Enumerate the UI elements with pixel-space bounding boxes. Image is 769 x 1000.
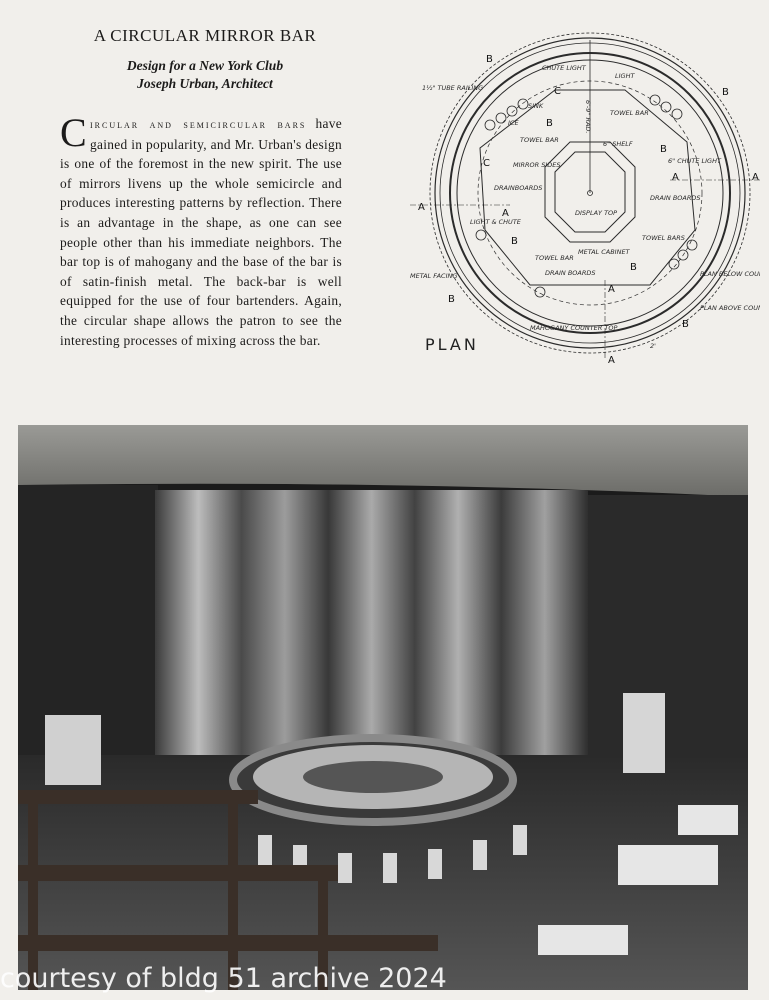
label-chute-light: CHUTE LIGHT bbox=[542, 64, 587, 72]
label-tube-railing: 1½" TUBE RAILING bbox=[422, 84, 483, 92]
section-b-8: B bbox=[682, 319, 689, 330]
lead-smallcaps: ircular and semicircular bars bbox=[89, 117, 307, 131]
label-metal-facing: METAL FACING bbox=[410, 272, 457, 280]
section-b-2: B bbox=[722, 87, 729, 98]
section-c-2: C bbox=[483, 158, 490, 169]
section-a-bottom: A bbox=[608, 284, 615, 295]
article-byline: Joseph Urban, Architect bbox=[137, 76, 273, 91]
label-towel-bar-3: TOWEL BAR bbox=[535, 254, 574, 262]
label-chute-light-6: 6" CHUTE LIGHT bbox=[668, 157, 722, 165]
label-shelf: 6" SHELF bbox=[603, 140, 633, 148]
section-b-4: B bbox=[660, 144, 667, 155]
label-mahogany-top: MAHOGANY COUNTER TOP bbox=[530, 324, 617, 332]
label-towel-bars: TOWEL BARS bbox=[642, 234, 685, 242]
floor-plan-drawing: 1½" TUBE RAILING CHUTE LIGHT LIGHT 6'-9"… bbox=[410, 32, 760, 365]
section-b-7: B bbox=[448, 294, 455, 305]
article-title: A CIRCULAR MIRROR BAR bbox=[93, 26, 317, 45]
label-display-top: DISPLAY TOP bbox=[575, 209, 617, 217]
label-towel-bar: TOWEL BAR bbox=[520, 136, 559, 144]
label-light: LIGHT bbox=[615, 72, 635, 80]
label-radius: 6'-9" RAD. bbox=[584, 100, 592, 134]
section-a-right-inner: A bbox=[672, 172, 679, 183]
drop-cap: C bbox=[60, 110, 87, 155]
section-a-right: A bbox=[752, 172, 759, 183]
bar-photo-rendering bbox=[18, 425, 748, 990]
label-drain-boards-2: DRAIN BOARDS bbox=[545, 269, 595, 277]
plan-title: PLAN bbox=[425, 335, 479, 354]
section-a-left: A bbox=[418, 202, 425, 213]
section-b-1: B bbox=[486, 54, 493, 65]
section-b-5: B bbox=[511, 236, 518, 247]
label-towel-bar-2: TOWEL BAR bbox=[610, 109, 649, 117]
watermark: courtesy of bldg 51 archive 2024 bbox=[0, 963, 447, 994]
section-c-1: C bbox=[554, 86, 561, 97]
label-ice: ICE bbox=[508, 119, 519, 127]
label-light-chute: LIGHT & CHUTE bbox=[470, 218, 522, 226]
label-plan-below: PLAN BELOW COUNTER bbox=[700, 270, 760, 278]
label-mirror-sides: MIRROR SIDES bbox=[513, 161, 561, 169]
section-b-3: B bbox=[546, 118, 553, 129]
section-a-bottom-outer: A bbox=[608, 355, 615, 365]
label-drain-boards: DRAIN BOARDS bbox=[650, 194, 700, 202]
section-b-6: B bbox=[630, 262, 637, 273]
label-sink: SINK bbox=[528, 102, 544, 110]
section-a-left-inner: A bbox=[502, 208, 509, 219]
bar-photograph bbox=[18, 425, 748, 990]
label-plan-above: PLAN ABOVE COUNTER bbox=[700, 304, 760, 312]
body-text: have gained in popularity, and Mr. Urban… bbox=[60, 116, 342, 348]
label-drainboards: DRAINBOARDS bbox=[494, 184, 542, 192]
label-metal-cabinet: METAL CABINET bbox=[578, 248, 631, 256]
article-subtitle: Design for a New York Club bbox=[126, 58, 284, 73]
label-dimension: 2' bbox=[650, 342, 656, 350]
